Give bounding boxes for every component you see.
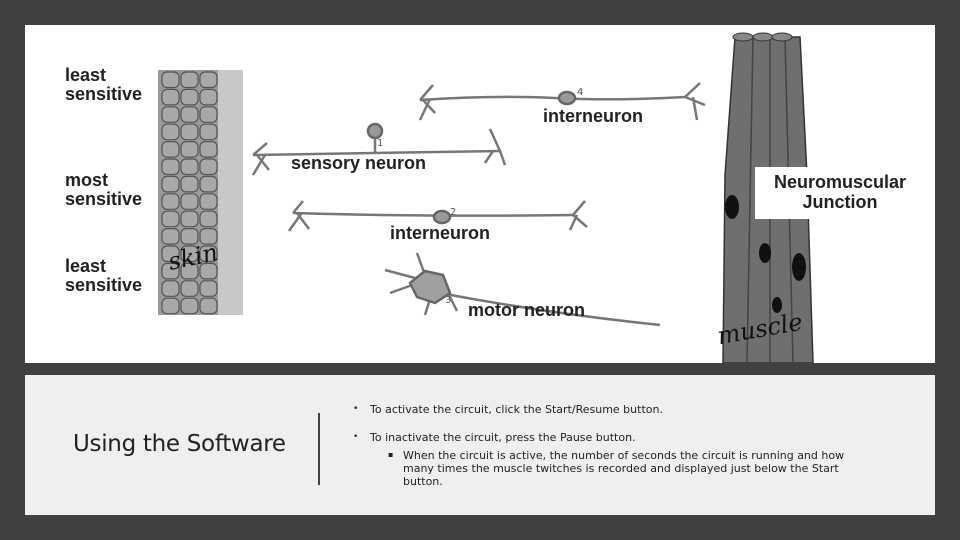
sensory-neuron-shape xyxy=(251,122,507,176)
skin-cell xyxy=(199,228,218,245)
bullet-text: To activate the circuit, click the Start… xyxy=(370,403,663,416)
skin-cell xyxy=(161,280,180,297)
skin-cell xyxy=(161,106,180,123)
interneuron-middle-number: 2 xyxy=(450,207,457,218)
skin-cell xyxy=(180,193,199,210)
sub-bullet-text: When the circuit is active, the number o… xyxy=(403,448,845,488)
skin-cell xyxy=(180,71,199,89)
skin-label-line: sensitive xyxy=(65,188,143,209)
skin-cell xyxy=(199,106,218,123)
skin-cell xyxy=(180,245,199,263)
skin-cell xyxy=(199,71,218,89)
skin-label-line: sensitive xyxy=(65,83,143,104)
skin-cell xyxy=(199,88,218,106)
skin-label-line: most xyxy=(65,170,109,190)
list-item: • To inactivate the circuit, press the P… xyxy=(353,431,873,445)
skin-cell xyxy=(161,88,180,106)
skin-cell xyxy=(180,158,199,176)
title-divider xyxy=(318,413,320,485)
skin-cell xyxy=(161,158,180,176)
skin-cell xyxy=(161,140,180,158)
skin-cell xyxy=(199,193,218,210)
interneuron-middle-shape xyxy=(287,200,588,232)
diagram-figure: least sensitive most sensitive least sen… xyxy=(25,25,935,363)
skin-label-least-bottom: least sensitive xyxy=(65,257,142,295)
bullet-icon: • xyxy=(353,432,359,443)
skin-cell xyxy=(180,297,199,315)
skin-label-least-top: least sensitive xyxy=(65,66,142,104)
interneuron-middle-label: interneuron xyxy=(390,223,491,243)
sub-bullet-icon: ▪ xyxy=(388,449,394,459)
skin-cell xyxy=(161,210,180,228)
bullet-text: To inactivate the circuit, press the Pau… xyxy=(370,431,636,445)
skin-cell xyxy=(180,140,199,158)
skin-cell xyxy=(161,228,180,245)
skin-cell xyxy=(180,228,199,245)
skin-cell xyxy=(199,123,218,141)
sensory-neuron-label: sensory neuron xyxy=(291,153,427,173)
bullet-list: • To activate the circuit, click the Sta… xyxy=(353,403,873,488)
motor-neuron-label: motor neuron xyxy=(468,300,585,320)
skin-cell xyxy=(199,175,218,193)
skin-cell xyxy=(199,158,218,176)
skin-label-line: least xyxy=(65,256,107,276)
skin-tissue xyxy=(158,70,243,315)
skin-cell xyxy=(161,123,180,141)
skin-cell xyxy=(161,193,180,210)
skin-cell xyxy=(161,71,180,89)
skin-label-line: sensitive xyxy=(65,274,143,295)
skin-cell xyxy=(180,106,199,123)
slide-title: Using the Software xyxy=(73,431,286,457)
skin-cell xyxy=(180,175,199,193)
interneuron-top-shape xyxy=(418,82,706,121)
sensory-neuron-number: 1 xyxy=(377,138,384,149)
skin-cell xyxy=(180,262,199,280)
skin-label-most: most sensitive xyxy=(65,171,142,209)
sub-list-item: ▪ When the circuit is active, the number… xyxy=(388,449,873,489)
neuromuscular-junction-label: Neuromuscular Junction xyxy=(773,172,907,212)
skin-cell xyxy=(199,210,218,228)
skin-cell xyxy=(161,175,180,193)
skin-cell xyxy=(180,88,199,106)
skin-cell xyxy=(180,123,199,141)
bullet-icon: • xyxy=(353,404,359,414)
skin-cell xyxy=(199,140,218,158)
interneuron-top-label: interneuron xyxy=(543,106,644,126)
skin-cell xyxy=(161,297,180,315)
skin-cell xyxy=(180,280,199,297)
interneuron-top-number: 4 xyxy=(577,87,584,98)
skin-cell xyxy=(199,245,218,263)
skin-cell xyxy=(161,262,180,280)
skin-cell xyxy=(180,210,199,228)
list-item: • To activate the circuit, click the Sta… xyxy=(353,403,873,417)
skin-cell xyxy=(199,262,218,280)
motor-neuron-shape xyxy=(384,252,661,327)
text-panel: Using the Software • To activate the cir… xyxy=(25,375,935,515)
neuromuscular-junction-label-box: Neuromuscular Junction xyxy=(755,167,925,219)
skin-cell xyxy=(199,280,218,297)
motor-neuron-number: 3 xyxy=(445,295,452,306)
skin-cell xyxy=(199,297,218,315)
skin-cell xyxy=(161,245,180,263)
skin-label-line: least xyxy=(65,65,107,85)
